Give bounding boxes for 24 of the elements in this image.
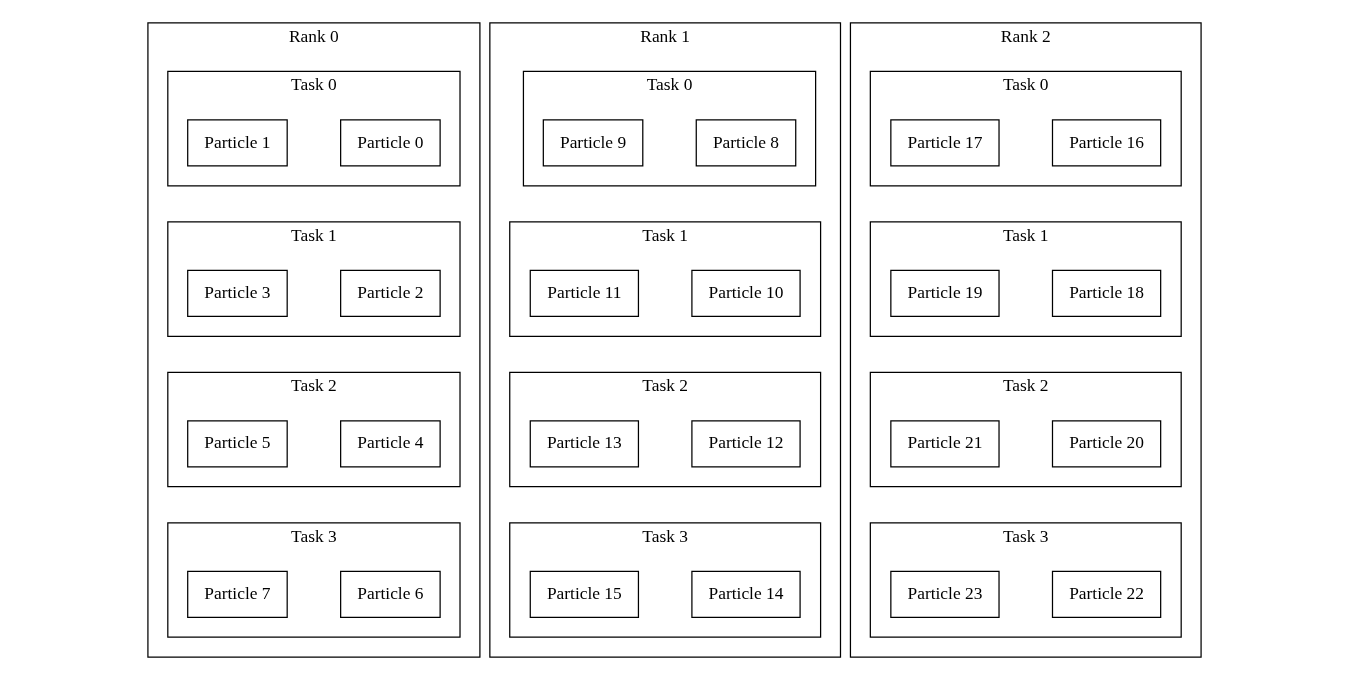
node-box: Particle 0: [339, 119, 441, 167]
node-box: Particle 7: [186, 570, 288, 618]
node-box: Particle 13: [529, 420, 639, 468]
node-box: Particle 2: [339, 269, 441, 317]
node-box: Particle 22: [1051, 570, 1161, 618]
node-box: Particle 14: [690, 570, 801, 618]
node-box: Particle 4: [339, 420, 441, 468]
node-box: Particle 11: [529, 269, 639, 317]
node-box: Particle 8: [695, 119, 796, 167]
node-box: Particle 16: [1051, 119, 1161, 167]
node-box: Particle 9: [542, 119, 643, 167]
node-box: Particle 21: [889, 420, 1000, 468]
node-box: Particle 1: [186, 119, 288, 167]
node-box: Particle 12: [690, 420, 801, 468]
node-box: Particle 10: [690, 269, 801, 317]
node-box: Particle 5: [186, 420, 288, 468]
node-box: Particle 17: [889, 119, 1000, 167]
node-box: Particle 15: [529, 570, 639, 618]
node-box: Particle 3: [186, 269, 288, 317]
node-box: Particle 19: [889, 269, 1000, 317]
node-box: Particle 20: [1051, 420, 1161, 468]
node-box: Particle 23: [889, 570, 1000, 618]
node-box: Particle 18: [1051, 269, 1161, 317]
node-box: Particle 6: [339, 570, 441, 618]
